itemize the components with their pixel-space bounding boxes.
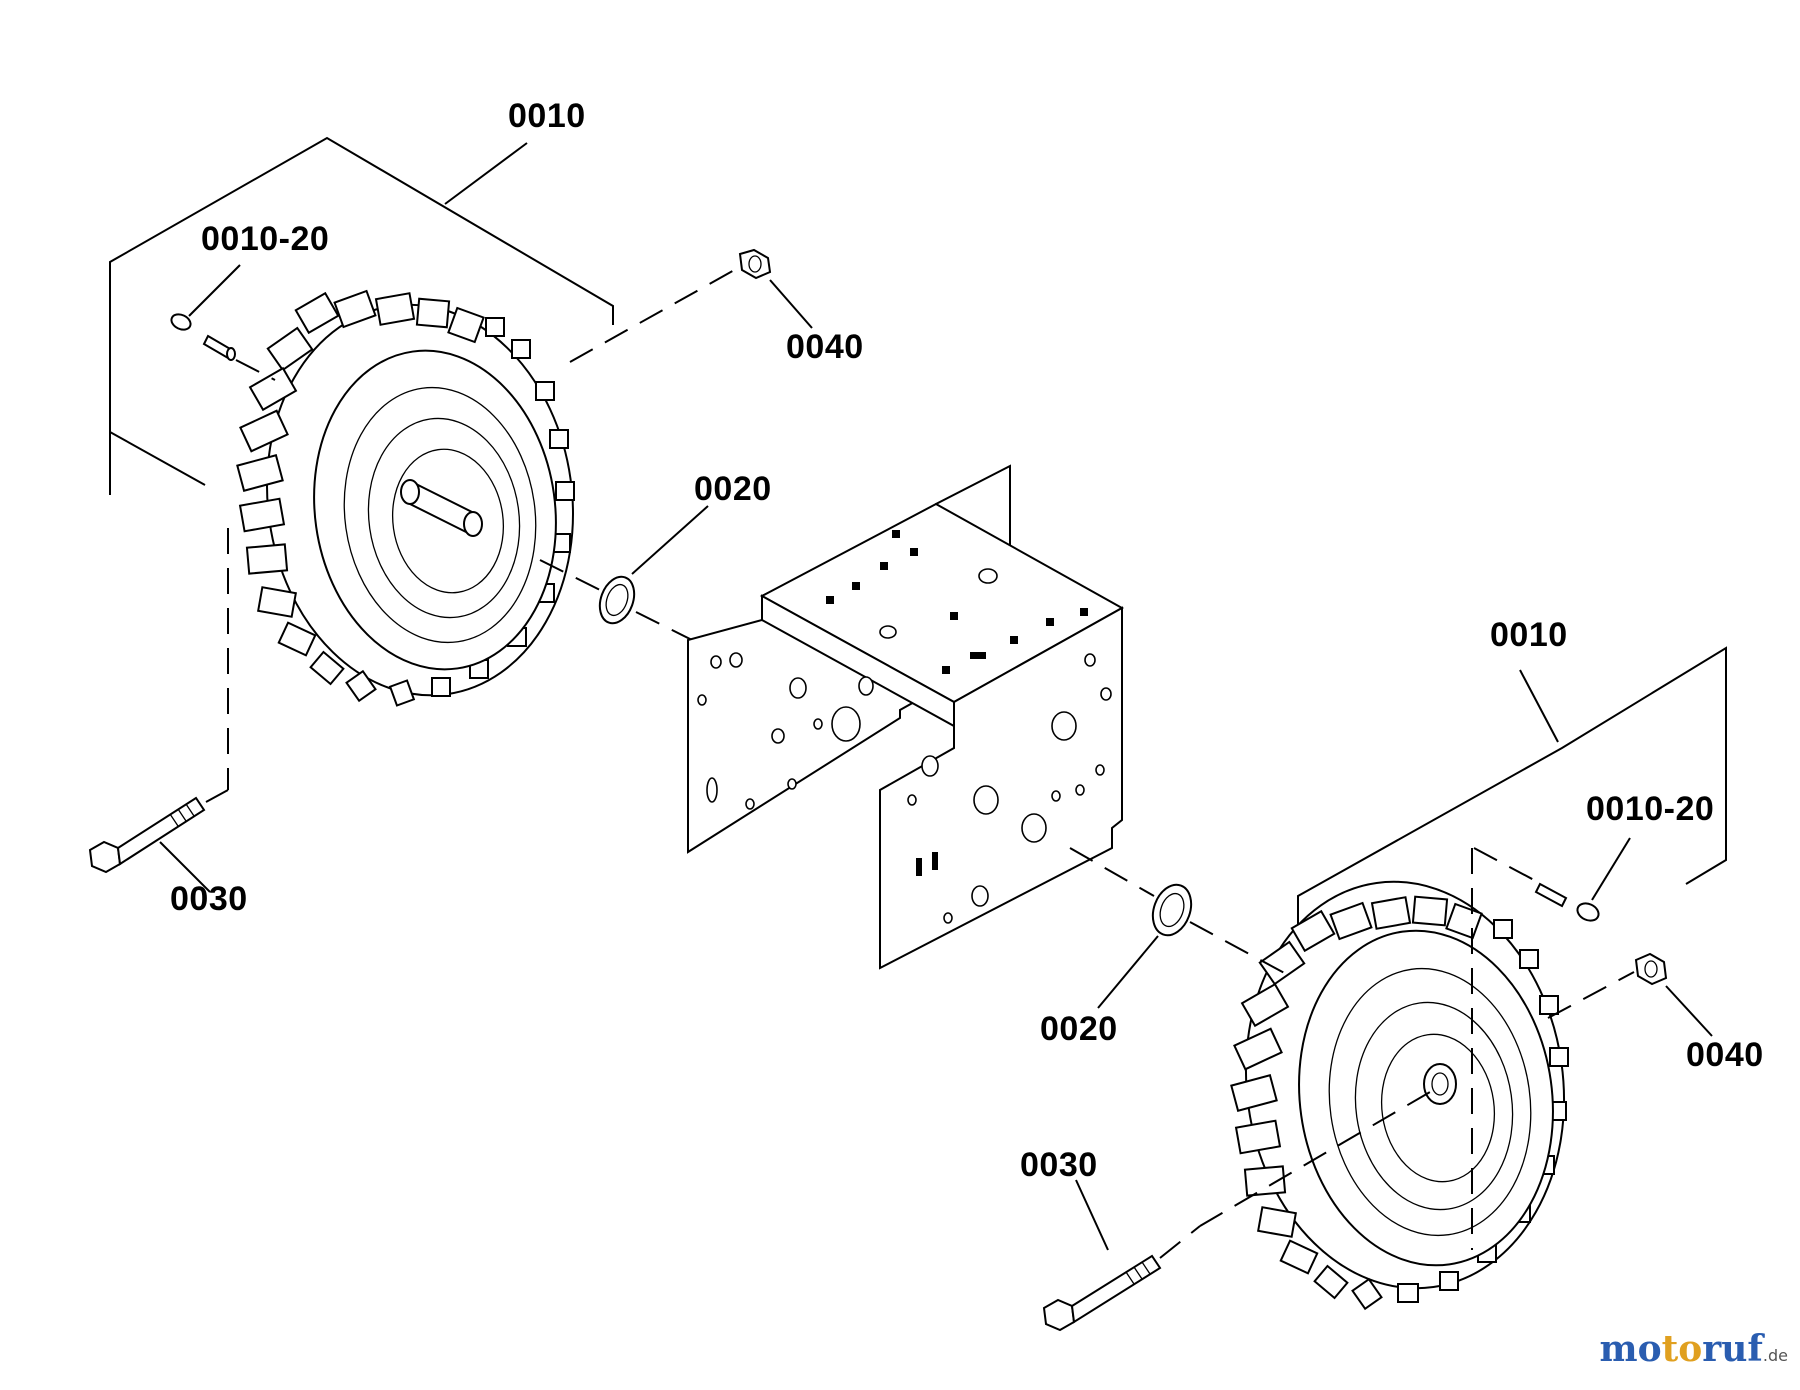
right-rim [1298, 929, 1554, 1267]
left-washer [539, 505, 709, 649]
callout-bolt-left: 0030 [170, 880, 248, 918]
watermark-tld: .de [1762, 1346, 1788, 1365]
right-tire-tread [1230, 895, 1569, 1311]
left-tire [236, 289, 575, 707]
frame-top-holes [826, 530, 1088, 674]
callout-washer-left: 0020 [694, 470, 772, 508]
callout-valve-stem-left: 0010-20 [201, 220, 329, 258]
right-assembly-leader [1519, 669, 1559, 743]
left-bolt [88, 528, 229, 893]
right-washer [1069, 847, 1291, 1009]
left-axle [400, 479, 483, 537]
left-assembly-leader [444, 142, 528, 205]
callout-nut-left: 0040 [786, 328, 864, 366]
right-tire [1230, 880, 1569, 1311]
callout-bolt-right: 0030 [1020, 1146, 1098, 1184]
callout-nut-right: 0040 [1686, 1036, 1764, 1074]
callout-washer-right: 0020 [1040, 1010, 1118, 1048]
left-assembly-bracket [109, 136, 614, 495]
watermark-part-1: mo [1599, 1328, 1662, 1370]
left-valve-stem [170, 264, 276, 381]
center-frame [687, 464, 1125, 970]
right-bolt [1042, 1179, 1201, 1332]
right-assembly-bracket [1297, 646, 1727, 924]
callout-valve-stem-right: 0010-20 [1586, 790, 1714, 828]
left-tire-tread [236, 289, 575, 707]
left-assembly-bracket-lower [109, 431, 206, 486]
callout-wheel-assembly-left: 0010 [508, 97, 586, 135]
right-hub [1423, 1063, 1457, 1105]
left-nut [569, 248, 813, 363]
watermark-part-2: to [1661, 1328, 1703, 1370]
callout-wheel-assembly-right: 0010 [1490, 616, 1568, 654]
right-nut [1199, 952, 1713, 1227]
right-wheel-assembly [1042, 646, 1727, 1332]
watermark-part-3: ruf [1702, 1328, 1763, 1370]
left-wheel-assembly [88, 136, 813, 893]
watermark-logo: motoruf.de [1600, 1328, 1788, 1370]
right-valve-stem [1471, 837, 1631, 1250]
frame-left-holes [697, 652, 874, 810]
frame-right-holes [907, 653, 1112, 924]
